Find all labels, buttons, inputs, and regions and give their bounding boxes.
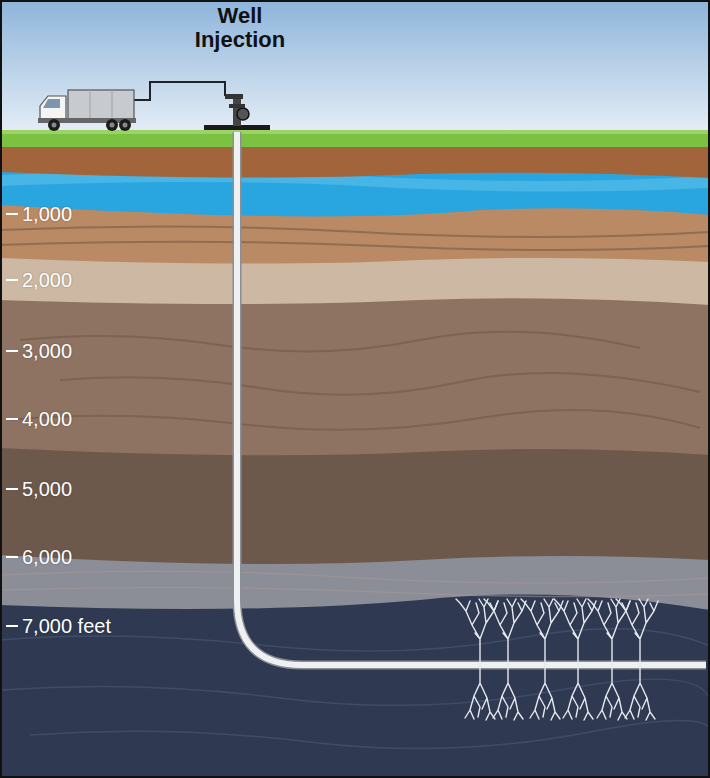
depth-label: 7,000 feet xyxy=(22,615,111,637)
depth-label: 2,000 xyxy=(22,269,72,291)
depth-label: 3,000 xyxy=(22,340,72,362)
depth-label: 5,000 xyxy=(22,478,72,500)
diagram-title: Well Injection xyxy=(180,4,300,52)
depth-label: 6,000 xyxy=(22,546,72,568)
depth-label: 4,000 xyxy=(22,408,72,430)
depth-label: 1,000 xyxy=(22,203,72,225)
